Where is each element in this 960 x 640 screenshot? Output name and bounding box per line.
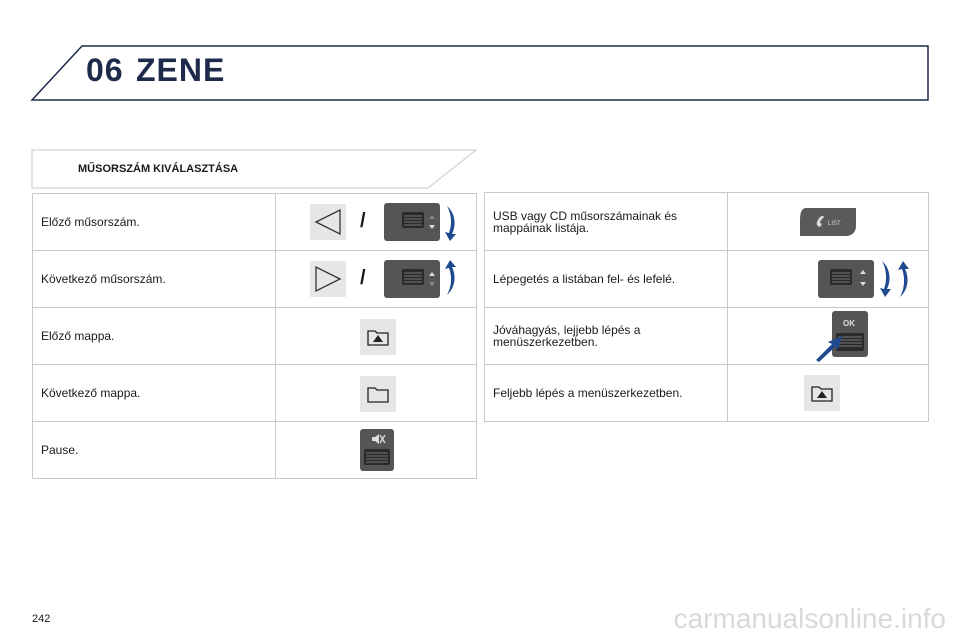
- row-label: Lépegetés a listában fel- és lefelé.: [484, 250, 728, 308]
- row-icon-cell: [275, 307, 477, 365]
- arrow-up-icon: [445, 260, 456, 295]
- row-icon-cell: [727, 364, 929, 422]
- table-row: Következő műsorszám. /: [32, 250, 477, 308]
- list-button-label: LIST: [828, 221, 841, 227]
- table-row: Lépegetés a listában fel- és lefelé.: [484, 250, 929, 308]
- table-row: Előző mappa.: [32, 307, 477, 365]
- watermark: carmanualsonline.info: [673, 603, 946, 634]
- row-icon-cell: /: [275, 193, 477, 251]
- folder-icon: [360, 376, 396, 412]
- table-row: USB vagy CD műsorszámainak és mappáinak …: [484, 192, 929, 251]
- row-label: Pause.: [32, 421, 276, 479]
- table-row: Előző műsorszám. /: [32, 193, 477, 251]
- folder-up-icon: [804, 375, 840, 411]
- chapter-title: ZENE: [136, 52, 226, 88]
- knob-down-icon: [384, 203, 440, 241]
- table-row: Feljebb lépés a menüszerkezetben.: [484, 364, 929, 422]
- press-arrow-icon: [816, 336, 842, 362]
- ok-button-label: OK: [843, 319, 855, 328]
- row-icon-cell: [727, 250, 929, 308]
- row-label: Következő mappa.: [32, 364, 276, 422]
- right-function-table: USB vagy CD műsorszámainak és mappáinak …: [484, 192, 929, 422]
- row-icon-cell: OK: [727, 307, 929, 365]
- row-label: Jóváhagyás, lejjebb lépés a menüszerkeze…: [484, 307, 728, 365]
- table-row: Jóváhagyás, lejjebb lépés a menüszerkeze…: [484, 307, 929, 365]
- row-icon-cell: /: [275, 250, 477, 308]
- section-header-frame: [31, 149, 478, 189]
- left-function-table: Előző műsorszám. / Következő műsorszám.: [32, 193, 477, 479]
- mute-knob-icon: [360, 429, 394, 471]
- row-label: Feljebb lépés a menüszerkezetben.: [484, 364, 728, 422]
- row-icon-cell: [275, 364, 477, 422]
- row-label: Előző műsorszám.: [32, 193, 276, 251]
- section-title: MŰSORSZÁM KIVÁLASZTÁSA: [78, 163, 239, 175]
- knob-up-down-icon: [818, 260, 874, 298]
- page-number: 242: [32, 613, 51, 625]
- row-label: Következő műsorszám.: [32, 250, 276, 308]
- row-icon-cell: LIST: [727, 192, 929, 251]
- chapter-number: 06: [86, 52, 124, 88]
- row-label: Előző mappa.: [32, 307, 276, 365]
- list-button-icon: LIST: [800, 208, 856, 236]
- ok-button-icon: OK: [832, 311, 868, 357]
- separator-slash: /: [360, 267, 366, 289]
- arrow-down-icon: [445, 206, 456, 241]
- folder-up-icon: [360, 319, 396, 355]
- arrows-up-down-icon: [880, 261, 909, 297]
- next-triangle-icon: [310, 261, 346, 297]
- separator-slash: /: [360, 210, 366, 232]
- knob-up-icon: [384, 260, 440, 298]
- row-label: USB vagy CD műsorszámainak és mappáinak …: [484, 192, 728, 251]
- table-row: Pause.: [32, 421, 477, 479]
- row-icon-cell: [275, 421, 477, 479]
- table-row: Következő mappa.: [32, 364, 477, 422]
- chapter-header-frame: [30, 45, 929, 101]
- prev-triangle-icon: [310, 204, 346, 240]
